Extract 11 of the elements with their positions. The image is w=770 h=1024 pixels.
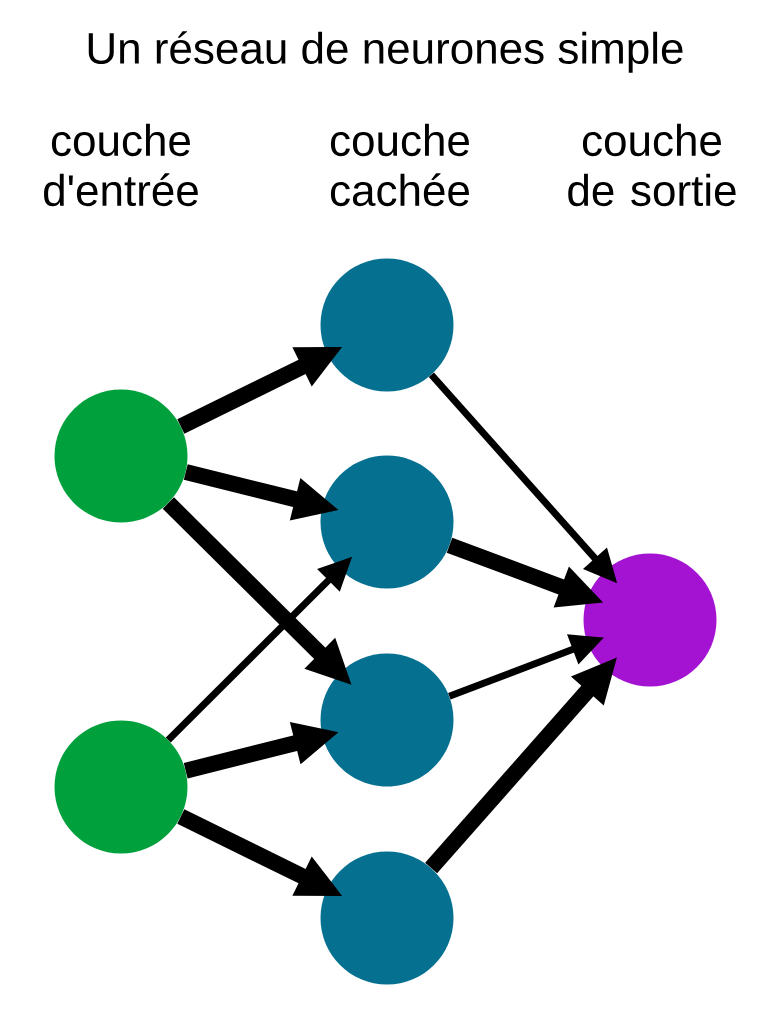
neuron-circle (54, 389, 188, 523)
title: Un réseau de neurones simple (88, 31, 683, 73)
layer-label: couche d'entrée (44, 123, 198, 207)
layer-label: couche de sortie (568, 123, 736, 207)
neuron-circle (320, 653, 454, 787)
neuron-circle (54, 720, 188, 854)
neuron-circle (320, 455, 454, 589)
neuron-circle (320, 258, 454, 392)
neuron-circle (320, 851, 454, 985)
layer-label: couche cachée (330, 123, 469, 207)
neuron-circle (583, 553, 717, 687)
